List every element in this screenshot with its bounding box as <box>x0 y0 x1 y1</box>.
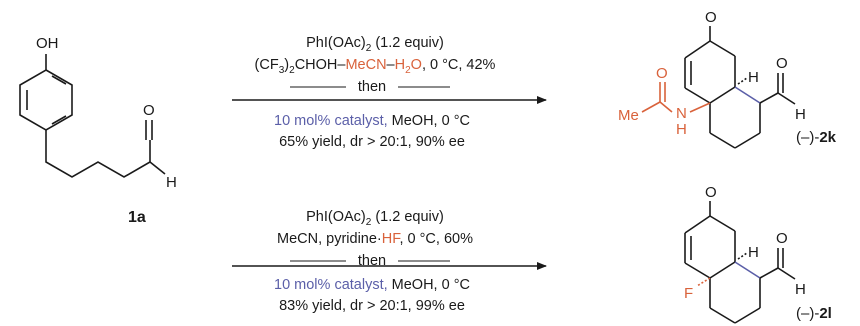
top-reagent-line: PhI(OAc)2 (1.2 equiv) <box>306 35 444 54</box>
2k-amide-o: O <box>656 65 668 82</box>
substrate-oh: OH <box>36 35 59 52</box>
2l-aldehyde-h: H <box>795 281 806 298</box>
2l-ketone-o: O <box>705 184 717 201</box>
product-label-2l: (–)-2l <box>796 305 832 322</box>
bottom-reagent-line: PhI(OAc)2 (1.2 equiv) <box>306 209 444 228</box>
2k-ketone-o: O <box>705 9 717 26</box>
substrate-h: H <box>166 174 177 191</box>
2k-nitrogen: N <box>676 105 687 122</box>
top-then: then <box>358 79 386 95</box>
substrate-o: O <box>143 102 155 119</box>
2k-nh: H <box>676 121 687 138</box>
bottom-yield-line: 83% yield, dr > 20:1, 99% ee <box>279 298 465 314</box>
bottom-solvent-line: MeCN, pyridine·HF, 0 °C, 60% <box>277 231 473 247</box>
top-yield-line: 65% yield, dr > 20:1, 90% ee <box>279 134 465 150</box>
top-catalyst-line: 10 mol% catalyst, MeOH, 0 °C <box>274 113 470 129</box>
bottom-then: then <box>358 253 386 269</box>
2l-fluorine: F <box>684 285 693 302</box>
product-2l <box>684 201 796 324</box>
2k-aldehyde-o: O <box>776 55 788 72</box>
substrate-label: 1a <box>128 209 146 226</box>
substrate-1a <box>19 54 166 178</box>
2k-ring-h: H <box>748 69 759 86</box>
product-label-2k: (–)-2k <box>796 129 837 146</box>
top-solvent-line: (CF3)2CHOH–MeCN–H2O, 0 °C, 42% <box>255 57 496 76</box>
product-2k <box>641 26 796 149</box>
2k-methyl: Me <box>618 107 639 124</box>
2k-aldehyde-h: H <box>795 106 806 123</box>
bottom-catalyst-line: 10 mol% catalyst, MeOH, 0 °C <box>274 277 470 293</box>
2l-ring-h: H <box>748 244 759 261</box>
2l-aldehyde-o: O <box>776 230 788 247</box>
